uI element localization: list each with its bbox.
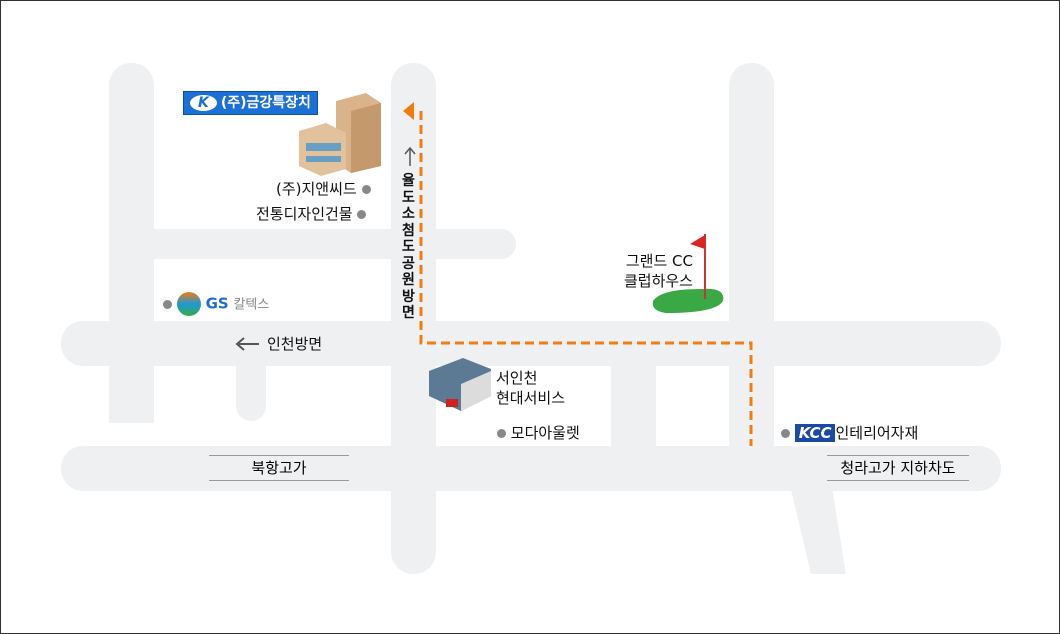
poi-jeontong: 전통디자인건물: [256, 204, 367, 224]
road: [61, 446, 1001, 491]
dot-icon: [781, 429, 790, 438]
kcc-logo: KCC: [794, 424, 836, 442]
dot-icon: [497, 429, 506, 438]
road: [236, 351, 266, 421]
label-bukhang-overpass: 북항고가: [209, 455, 349, 481]
service-center-icon: [429, 358, 491, 411]
dot-icon: [357, 210, 367, 219]
company-sign: K(주)금강특장치: [183, 91, 318, 115]
road: [109, 229, 516, 259]
direction-yuldo: 율도소첨도공원방면: [402, 173, 415, 321]
label-cheongna-underpass: 청라고가 지하차도: [827, 455, 969, 481]
golf-flag-icon: [652, 234, 724, 313]
poi-jinsd: (주)지앤씨드: [276, 179, 371, 199]
direction-incheon: 인천방면: [267, 335, 323, 353]
route-path: [419, 111, 753, 446]
route-arrow-icon: [403, 102, 414, 120]
gs-logo-icon: [176, 292, 201, 316]
company-name: (주)금강특장치: [220, 95, 311, 111]
road: [611, 361, 656, 451]
poi-gs-caltex: GS 칼텍스: [163, 292, 269, 316]
dot-icon: [163, 299, 172, 309]
company-logo: K: [190, 95, 217, 111]
diagonal-road: [789, 481, 846, 574]
road: [729, 63, 774, 463]
building-icon: [299, 93, 381, 176]
dot-icon: [361, 185, 371, 194]
poi-moda-outlet: 모다아울렛: [497, 423, 580, 443]
